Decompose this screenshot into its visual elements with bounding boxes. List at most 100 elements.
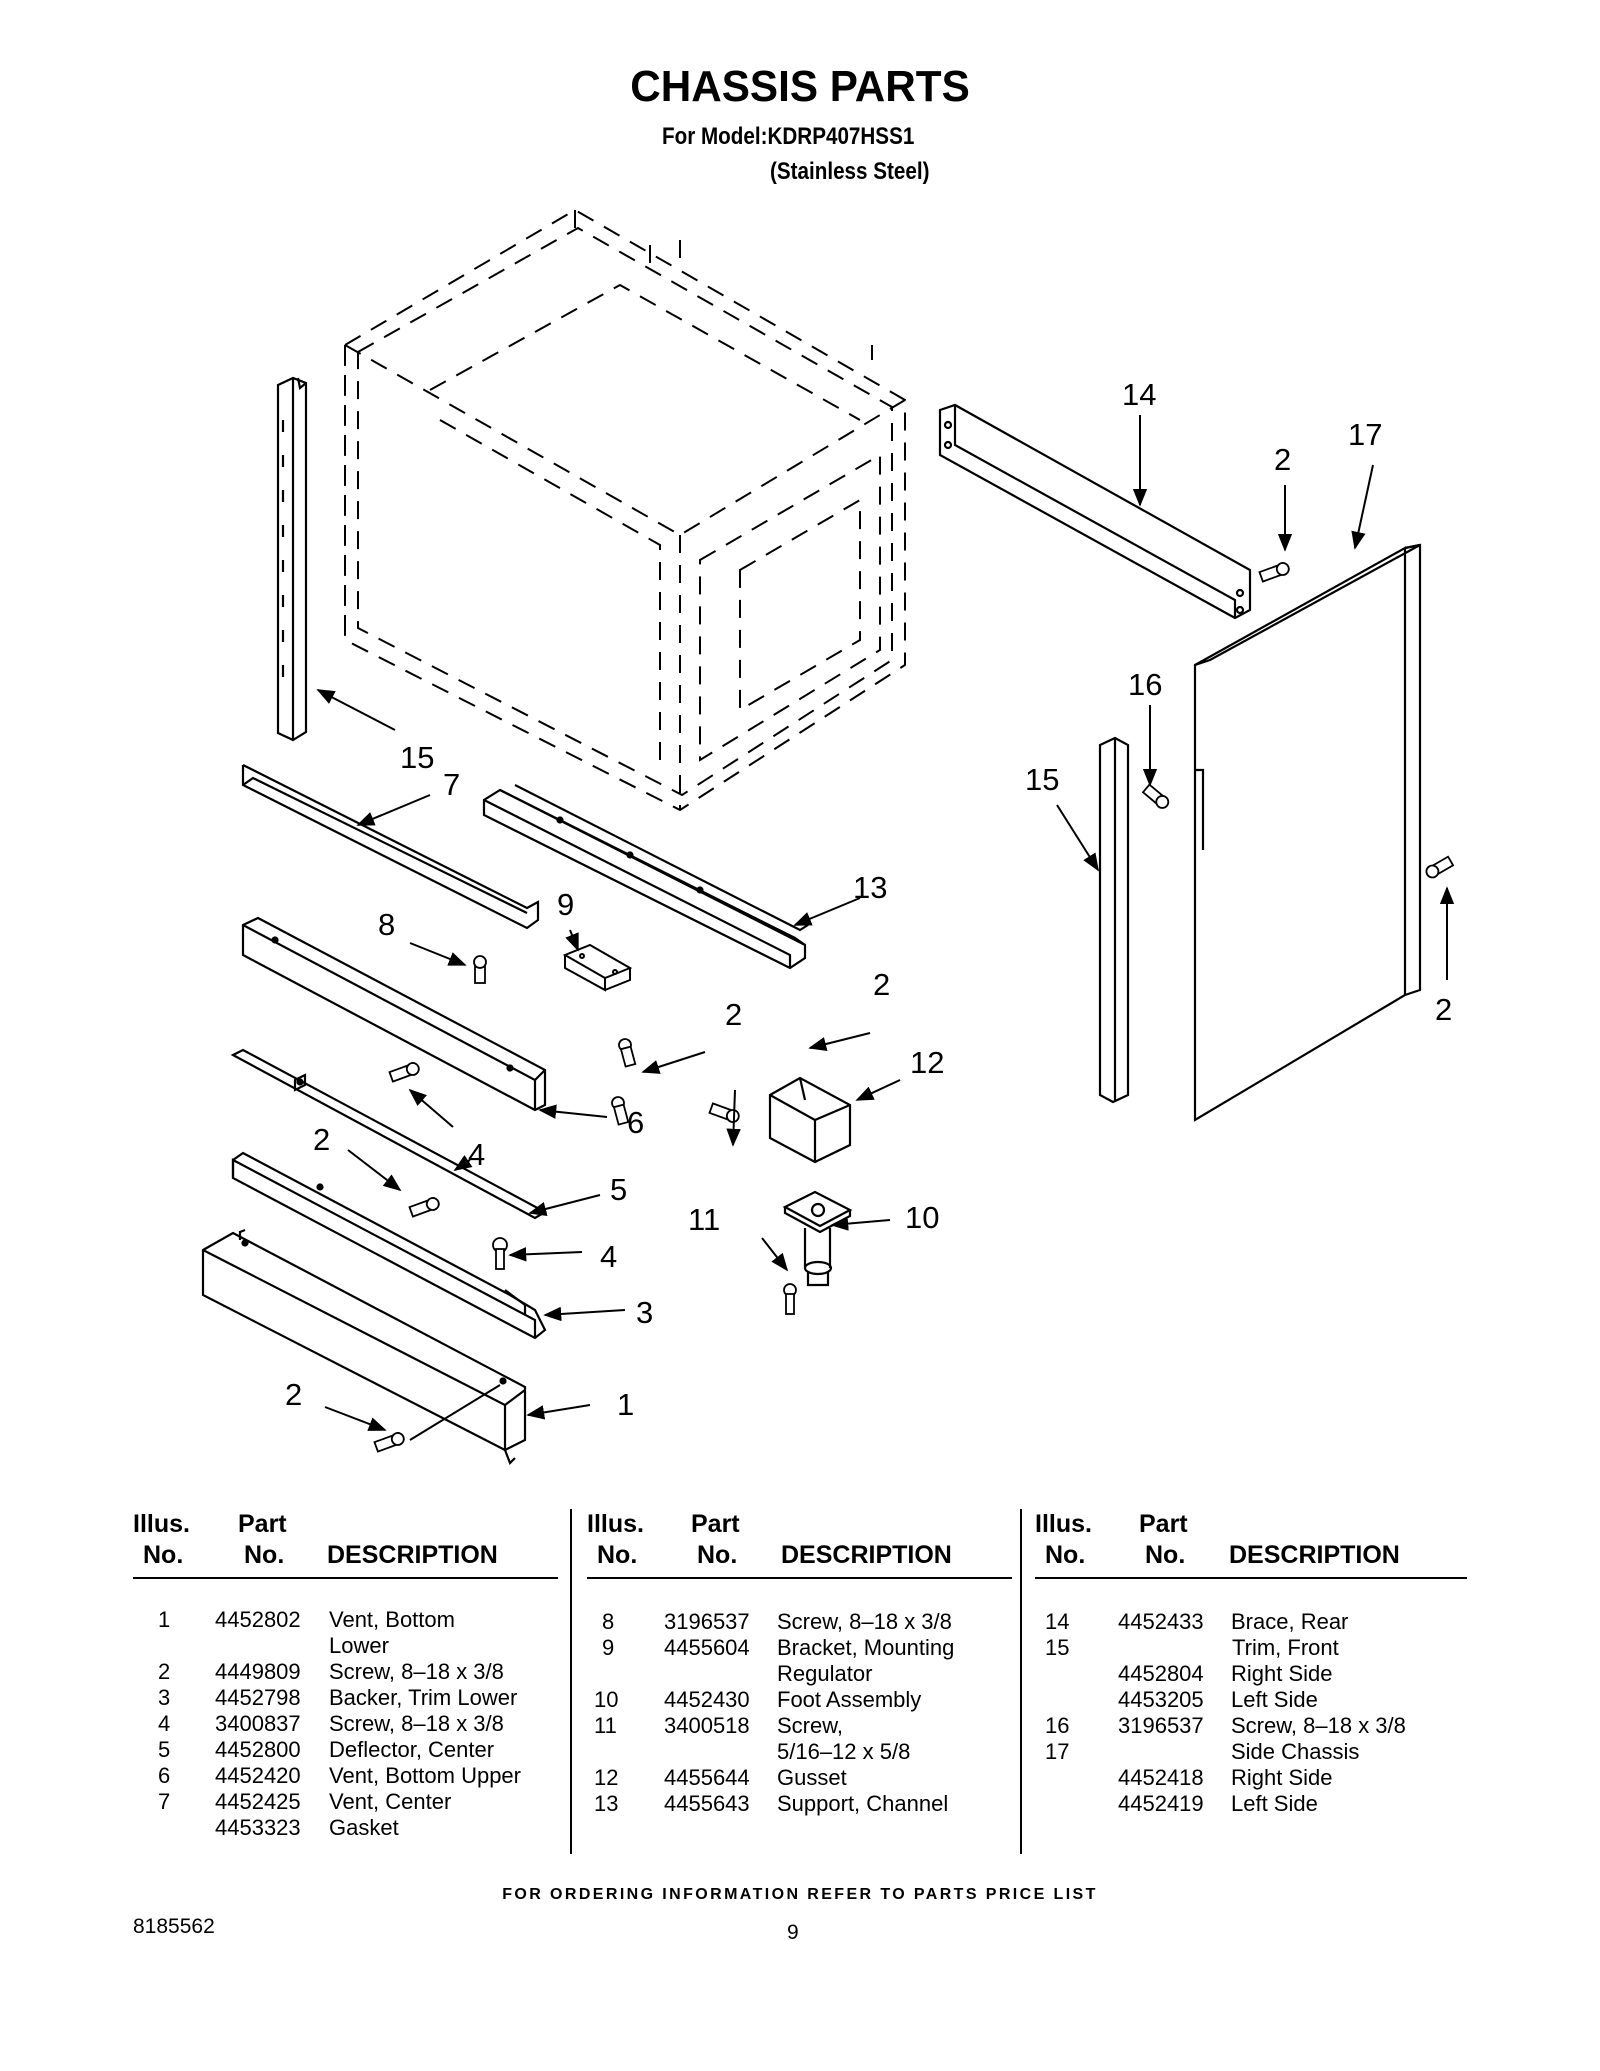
model-finish: (Stainless Steel) bbox=[770, 158, 930, 185]
description: Gusset bbox=[777, 1765, 847, 1790]
part-no: 3400837 bbox=[215, 1711, 301, 1736]
part-10-foot-assembly bbox=[782, 1190, 853, 1287]
cabinet-outline bbox=[344, 208, 906, 812]
header-part-no: No. bbox=[1145, 1541, 1186, 1569]
description: Screw, 8–18 x 3/8 bbox=[329, 1659, 504, 1684]
description: Bracket, Mounting bbox=[777, 1635, 955, 1660]
part-no: 4455644 bbox=[664, 1765, 750, 1790]
description: Vent, Bottom Upper bbox=[329, 1763, 521, 1788]
part-no: 3400518 bbox=[664, 1713, 750, 1738]
illus-no: 1 bbox=[158, 1607, 171, 1632]
illus-no: 17 bbox=[1045, 1739, 1070, 1764]
description: Vent, Center bbox=[329, 1789, 452, 1814]
document-number: 8185562 bbox=[133, 1915, 215, 1938]
part-no: 4452804 bbox=[1118, 1661, 1204, 1686]
callout-4: 4 bbox=[468, 1137, 485, 1172]
part-12-gusset bbox=[768, 1076, 852, 1164]
part-no: 4452433 bbox=[1118, 1609, 1204, 1634]
header-rule bbox=[133, 1577, 558, 1579]
part-13-support-channel bbox=[482, 784, 809, 970]
illus-no: 4 bbox=[158, 1711, 171, 1736]
header-description: DESCRIPTION bbox=[781, 1541, 952, 1569]
callout-17: 17 bbox=[1348, 417, 1382, 452]
part-no: 3196537 bbox=[1118, 1713, 1204, 1738]
description: Lower bbox=[329, 1633, 389, 1658]
description: 5/16–12 x 5/8 bbox=[777, 1739, 911, 1764]
header-description: DESCRIPTION bbox=[1229, 1541, 1400, 1569]
illus-no: 16 bbox=[1045, 1713, 1070, 1738]
description: Screw, 8–18 x 3/8 bbox=[329, 1711, 504, 1736]
header-part: Part bbox=[238, 1510, 287, 1538]
illus-no: 12 bbox=[594, 1765, 619, 1790]
callout-3: 3 bbox=[636, 1295, 653, 1330]
header-illus: Illus. bbox=[1035, 1510, 1092, 1538]
header-illus: Illus. bbox=[133, 1510, 190, 1538]
callout-numbers: 14 2 17 16 15 2 15 7 13 9 8 2 2 12 6 2 4… bbox=[285, 377, 1452, 1422]
description: Screw, bbox=[777, 1713, 844, 1738]
callout-16: 16 bbox=[1128, 667, 1162, 702]
description: Left Side bbox=[1231, 1687, 1318, 1712]
part-15-right-trim bbox=[1098, 736, 1130, 1104]
description: Backer, Trim Lower bbox=[329, 1685, 518, 1710]
part-no: 4452419 bbox=[1118, 1791, 1204, 1816]
part-no: 4455643 bbox=[664, 1791, 750, 1816]
description: Support, Channel bbox=[777, 1791, 949, 1816]
part-no: 4452798 bbox=[215, 1685, 301, 1710]
description: Regulator bbox=[777, 1661, 873, 1686]
callout-11: 11 bbox=[688, 1202, 720, 1237]
part-no: 4449809 bbox=[215, 1659, 301, 1684]
header-part-no: No. bbox=[244, 1541, 285, 1569]
illus-no: 11 bbox=[594, 1713, 617, 1738]
header-illus-no: No. bbox=[597, 1541, 638, 1569]
callout-6: 6 bbox=[627, 1105, 644, 1140]
illus-no: 5 bbox=[158, 1737, 171, 1762]
callout-1: 1 bbox=[617, 1387, 634, 1422]
callout-5: 5 bbox=[610, 1172, 627, 1207]
description: Screw, 8–18 x 3/8 bbox=[1231, 1713, 1406, 1738]
part-no: 3196537 bbox=[664, 1609, 750, 1634]
description: Vent, Bottom bbox=[329, 1607, 455, 1632]
header-part: Part bbox=[1139, 1510, 1188, 1538]
callout-9: 9 bbox=[557, 887, 574, 922]
illus-no: 8 bbox=[602, 1609, 615, 1634]
callout-7: 7 bbox=[443, 767, 460, 802]
part-no: 4452418 bbox=[1118, 1765, 1204, 1790]
callout-13: 13 bbox=[853, 870, 887, 905]
part-no: 4452800 bbox=[215, 1737, 301, 1762]
callout-8: 8 bbox=[378, 907, 395, 942]
callout-2: 2 bbox=[725, 997, 742, 1032]
header-illus: Illus. bbox=[587, 1510, 644, 1538]
screws bbox=[373, 562, 1455, 1453]
part-15-left-trim bbox=[276, 376, 308, 742]
part-no: 4453323 bbox=[215, 1815, 301, 1840]
callout-2: 2 bbox=[313, 1122, 330, 1157]
illus-no: 10 bbox=[594, 1687, 619, 1712]
illus-no: 6 bbox=[158, 1763, 171, 1788]
exploded-parts-diagram: 14 2 17 16 15 2 15 7 13 9 8 2 2 12 6 2 4… bbox=[201, 208, 1455, 1465]
column-divider bbox=[1020, 1509, 1022, 1854]
header-part-no: No. bbox=[697, 1541, 738, 1569]
part-14-brace-rear bbox=[938, 403, 1252, 620]
description: Deflector, Center bbox=[329, 1737, 495, 1762]
description: Screw, 8–18 x 3/8 bbox=[777, 1609, 952, 1634]
illus-no: 7 bbox=[158, 1789, 171, 1814]
page-number: 9 bbox=[787, 1921, 799, 1944]
part-no: 4453205 bbox=[1118, 1687, 1204, 1712]
callout-leader-lines bbox=[316, 415, 1455, 1431]
part-no: 4452802 bbox=[215, 1607, 301, 1632]
callout-14: 14 bbox=[1122, 377, 1156, 412]
header-illus-no: No. bbox=[1045, 1541, 1086, 1569]
header-rule bbox=[587, 1577, 1012, 1579]
page-title: CHASSIS PARTS bbox=[630, 62, 970, 111]
part-no: 4452425 bbox=[215, 1789, 301, 1814]
description: Right Side bbox=[1231, 1661, 1333, 1686]
column-divider bbox=[570, 1509, 572, 1854]
header-description: DESCRIPTION bbox=[327, 1541, 498, 1569]
callout-2: 2 bbox=[285, 1377, 302, 1412]
callout-2: 2 bbox=[873, 967, 890, 1002]
ordering-note: FOR ORDERING INFORMATION REFER TO PARTS … bbox=[502, 1886, 1098, 1903]
header-rule bbox=[1035, 1577, 1467, 1579]
description: Gasket bbox=[329, 1815, 399, 1840]
description: Side Chassis bbox=[1231, 1739, 1360, 1764]
illus-no: 13 bbox=[594, 1791, 619, 1816]
